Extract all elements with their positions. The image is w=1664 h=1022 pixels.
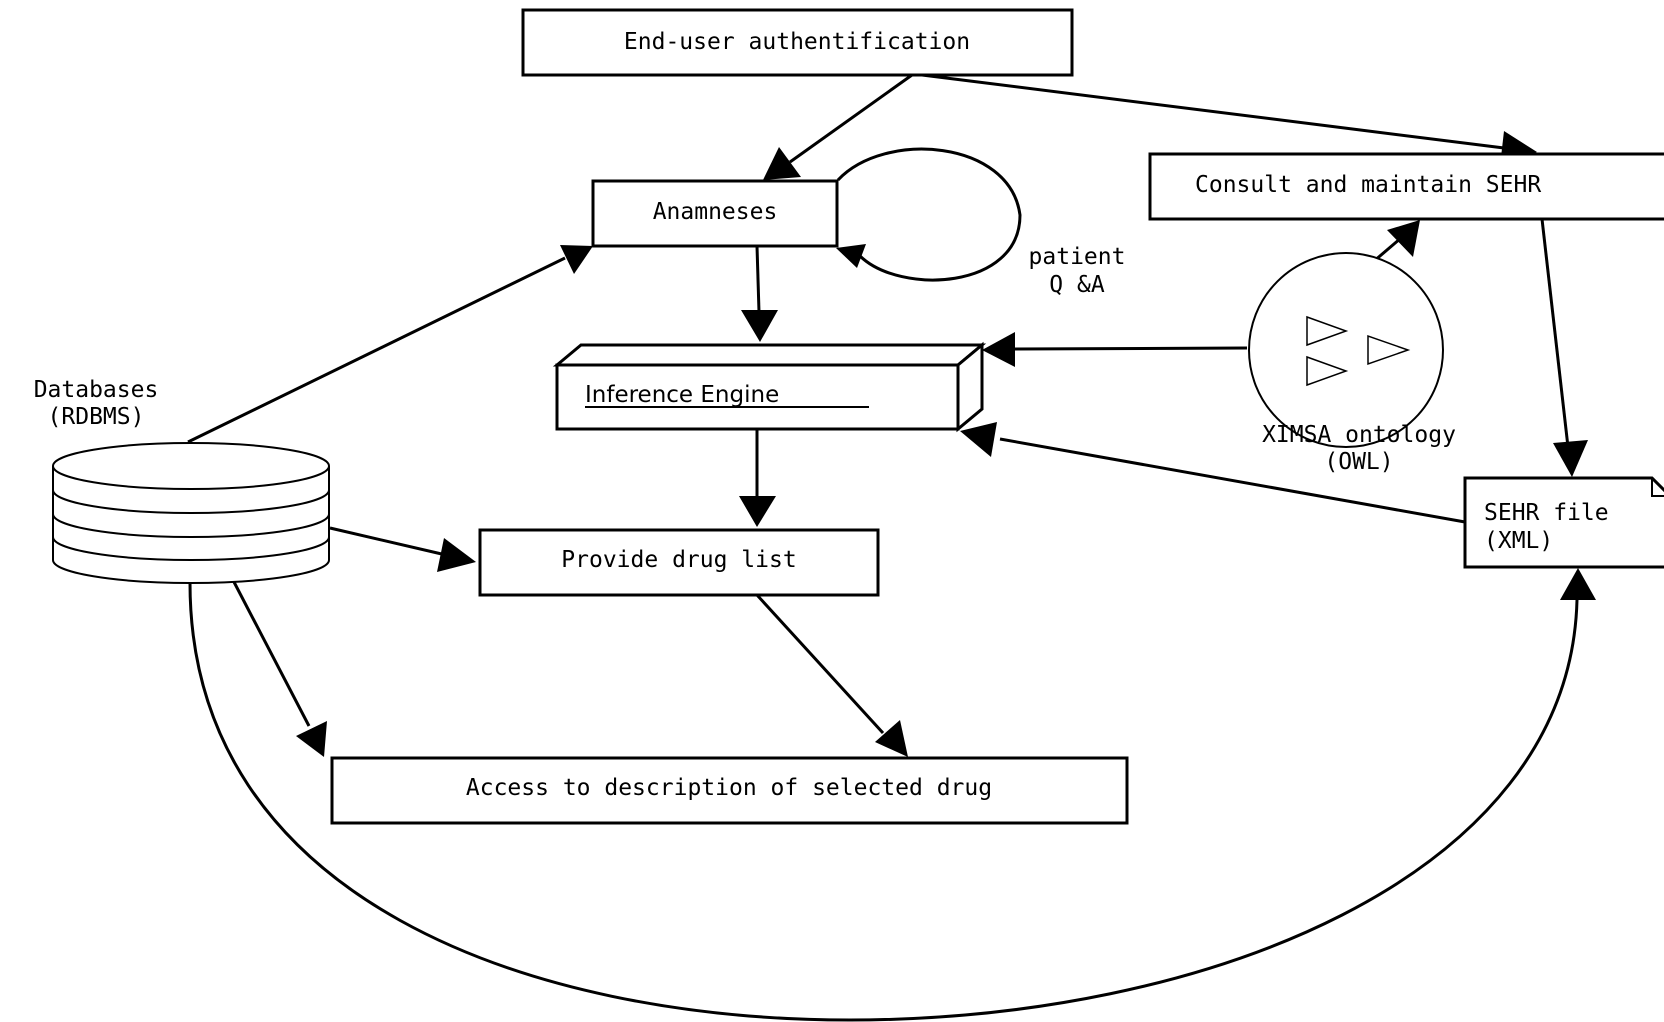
arrowhead xyxy=(763,147,801,180)
edge-druglist-to-access xyxy=(755,593,885,735)
database-icon xyxy=(52,442,330,584)
node-consult-label: Consult and maintain SEHR xyxy=(1195,172,1541,198)
edge-sehrfile-to-inference xyxy=(999,437,1466,524)
arrowhead xyxy=(739,496,776,527)
arrowhead xyxy=(1560,568,1596,600)
arrowhead xyxy=(741,310,778,342)
arrowhead xyxy=(296,721,327,757)
loop-label: patient Q &A xyxy=(1029,244,1126,298)
ontology-triangles-icon xyxy=(1306,315,1411,387)
node-auth: End-user authentification xyxy=(521,8,1074,77)
arrowhead xyxy=(875,720,908,757)
loop-label-line2: Q &A xyxy=(1049,272,1105,298)
node-inference-engine: Inference Engine xyxy=(552,341,987,433)
ontology-circle xyxy=(1248,252,1444,448)
edge-auth-to-consult xyxy=(921,73,1505,150)
node-consult: Consult and maintain SEHR xyxy=(1148,152,1664,221)
edge-databases-to-access xyxy=(232,581,311,727)
edge-anamneses-to-inference xyxy=(755,245,761,313)
node-druglist: Provide drug list xyxy=(478,528,880,597)
node-sehr-file: SEHR file (XML) xyxy=(1463,476,1664,569)
loop-label-line1: patient xyxy=(1029,244,1126,270)
node-druglist-label: Provide drug list xyxy=(561,547,796,573)
ontology-label-line2: (OWL) xyxy=(1324,449,1393,475)
ontology-label-line1: XIMSA ontology xyxy=(1262,422,1456,448)
node-access-label: Access to description of selected drug xyxy=(466,775,992,801)
edges xyxy=(187,73,1596,1022)
node-anamneses: Anamneses xyxy=(591,179,839,248)
arrowhead xyxy=(836,244,866,268)
edge-auth-to-anamneses xyxy=(789,73,913,164)
edge-databases-to-anamneses xyxy=(187,256,566,444)
arrowhead xyxy=(560,245,593,274)
arrowhead xyxy=(437,538,476,572)
document-icon xyxy=(1463,476,1664,569)
node-databases: Databases (RDBMS) xyxy=(34,377,330,584)
arrowhead xyxy=(982,332,1015,367)
arrowhead xyxy=(960,422,997,457)
node-auth-label: End-user authentification xyxy=(624,29,970,55)
node-ontology: XIMSA ontology (OWL) xyxy=(1248,252,1456,475)
node-inference-label: Inference Engine xyxy=(585,382,779,408)
databases-label-line1: Databases xyxy=(34,377,159,403)
node-anamneses-label: Anamneses xyxy=(653,199,778,225)
edge-ontology-to-inference xyxy=(1012,346,1248,351)
edge-databases-to-sehrfile xyxy=(188,582,1579,1022)
databases-label-line2: (RDBMS) xyxy=(48,404,145,430)
edge-consult-to-sehrfile xyxy=(1540,218,1570,448)
edge-databases-to-druglist xyxy=(329,526,447,557)
patient-qa-loop xyxy=(836,147,1022,282)
node-access: Access to description of selected drug xyxy=(330,756,1129,825)
sehr-file-label-line1: SEHR file xyxy=(1484,500,1609,526)
arrowhead xyxy=(1387,220,1420,257)
sehr-file-label-line2: (XML) xyxy=(1484,528,1553,554)
arrowhead xyxy=(1553,440,1588,477)
